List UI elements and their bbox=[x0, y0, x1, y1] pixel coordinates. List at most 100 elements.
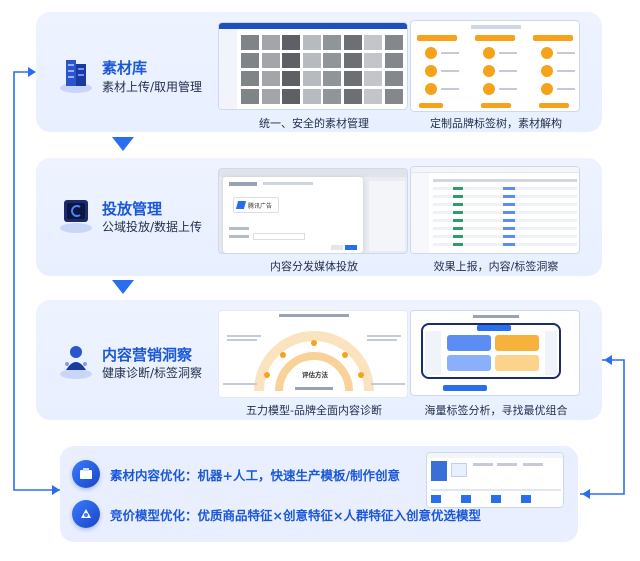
tag-node bbox=[483, 47, 495, 59]
user-insight-icon bbox=[58, 340, 94, 380]
table-cell-mark bbox=[503, 187, 515, 190]
asset-thumbnail bbox=[323, 89, 341, 104]
tag-node bbox=[541, 83, 553, 95]
asset-thumbnail bbox=[241, 89, 259, 104]
tag-label-line bbox=[499, 52, 517, 54]
asset-thumbnail bbox=[261, 35, 280, 50]
table-cell-mark bbox=[503, 235, 515, 238]
table-cell-mark bbox=[503, 211, 515, 214]
tag-node bbox=[425, 47, 437, 59]
right-loop-line bbox=[580, 359, 625, 495]
asset-thumbnail bbox=[302, 71, 321, 86]
tag-label-line bbox=[557, 88, 575, 90]
asset-thumbnail bbox=[384, 35, 403, 50]
right-caption: 海量标签分析，寻找最优组合 bbox=[424, 404, 568, 417]
asset-thumbnail bbox=[282, 71, 300, 86]
stage-title: 素材库 bbox=[102, 59, 148, 77]
stage-title: 投放管理 bbox=[102, 200, 163, 218]
tag-label-line bbox=[441, 88, 459, 90]
stage-panel-insight: 内容营销洞察 健康诊断/标签洞察 评估方法 五力模型-品牌全面内容诊断 bbox=[36, 300, 602, 420]
asset-thumbnail bbox=[261, 71, 280, 86]
down-arrow-2 bbox=[112, 280, 134, 294]
asset-thumbnail bbox=[302, 89, 321, 104]
asset-thumbnail bbox=[384, 89, 403, 104]
tag-node bbox=[541, 47, 553, 59]
table-cell-mark bbox=[503, 227, 515, 230]
right-caption: 效果上报，内容/标签洞察 bbox=[433, 260, 559, 273]
left-loop-line bbox=[13, 71, 60, 491]
brand-tag-tree-screenshot bbox=[410, 20, 580, 112]
table-cell-mark bbox=[453, 195, 463, 198]
five-force-arc bbox=[223, 314, 405, 392]
asset-thumbnail bbox=[302, 53, 321, 68]
tag-label-line bbox=[557, 70, 575, 72]
left-caption: 内容分发媒体投放 bbox=[270, 260, 358, 273]
asset-thumbnail bbox=[282, 89, 300, 104]
stage-subtitle: 健康诊断/标签洞察 bbox=[102, 366, 203, 380]
asset-thumbnail bbox=[364, 35, 382, 50]
server-stack-icon bbox=[58, 54, 94, 94]
effect-report-screenshot bbox=[410, 166, 580, 254]
optimization-item-bidding: 竞价模型优化：优质商品特征×创意特征×人群特征入创意优选模型 bbox=[72, 500, 481, 528]
asset-thumbnail bbox=[343, 53, 362, 68]
stage-subtitle: 公域投放/数据上传 bbox=[102, 220, 203, 234]
left-bottom-arrowhead bbox=[52, 485, 60, 495]
optimization-item-content: 素材内容优化：机器+人工，快速生产模板/制作创意 bbox=[72, 460, 400, 488]
optimization-text: 竞价模型优化：优质商品特征×创意特征×人群特征入创意优选模型 bbox=[110, 507, 481, 523]
tag-node bbox=[425, 65, 437, 77]
tag-label-line bbox=[499, 88, 517, 90]
content-optimization-icon bbox=[72, 460, 100, 488]
asset-thumbnail bbox=[323, 35, 341, 50]
table-cell-mark bbox=[453, 203, 463, 206]
table-cell-mark bbox=[503, 203, 515, 206]
stage-panel-asset-library: 素材库 素材上传/取用管理 统一、安全的素材管理 定制品牌标签树，素材解构 bbox=[36, 12, 602, 132]
tag-label-line bbox=[441, 70, 459, 72]
bidding-model-icon bbox=[72, 500, 100, 528]
asset-thumbnail bbox=[261, 89, 280, 104]
asset-thumbnail bbox=[343, 35, 362, 50]
five-force-model-screenshot: 评估方法 bbox=[218, 310, 408, 398]
asset-thumbnail bbox=[364, 71, 382, 86]
media-dispatch-screenshot: 腾讯广告 bbox=[218, 168, 408, 254]
tag-label-line bbox=[441, 52, 459, 54]
asset-thumbnail bbox=[364, 89, 382, 104]
monitor-icon bbox=[58, 194, 94, 234]
stage-title: 内容营销洞察 bbox=[102, 346, 193, 364]
dialog-brand-label: 腾讯广告 bbox=[248, 202, 273, 210]
optimization-panel: 素材内容优化：机器+人工，快速生产模板/制作创意 竞价模型优化：优质商品特征×创… bbox=[60, 446, 578, 542]
table-cell-mark bbox=[453, 219, 463, 222]
asset-library-screenshot bbox=[218, 22, 408, 110]
right-caption: 定制品牌标签树，素材解构 bbox=[430, 117, 562, 130]
tag-node bbox=[541, 65, 553, 77]
asset-thumbnail bbox=[343, 89, 362, 104]
tag-node bbox=[483, 65, 495, 77]
asset-thumbnail bbox=[323, 71, 341, 86]
tag-node bbox=[483, 83, 495, 95]
table-cell-mark bbox=[503, 243, 515, 246]
table-cell-mark bbox=[453, 211, 463, 214]
table-cell-mark bbox=[453, 187, 463, 190]
asset-thumbnail bbox=[384, 53, 403, 68]
asset-thumbnail bbox=[323, 53, 341, 68]
down-arrow-1 bbox=[112, 137, 134, 151]
asset-thumbnail bbox=[241, 35, 259, 50]
table-cell-mark bbox=[503, 219, 515, 222]
asset-thumbnail bbox=[302, 35, 321, 50]
right-top-arrowhead bbox=[604, 355, 612, 365]
five-force-center-label: 评估方法 bbox=[302, 371, 328, 379]
right-loop-arrowhead bbox=[582, 489, 590, 499]
table-cell-mark bbox=[453, 235, 463, 238]
asset-thumbnail bbox=[282, 53, 300, 68]
stage-panel-delivery: 投放管理 公域投放/数据上传 腾讯广告 内容分发媒体投放 效果上报，内容/标签洞… bbox=[36, 158, 602, 276]
tag-analysis-screenshot bbox=[410, 310, 580, 396]
asset-thumbnail bbox=[364, 53, 382, 68]
left-caption: 五力模型-品牌全面内容诊断 bbox=[246, 404, 382, 417]
asset-thumbnail bbox=[282, 35, 300, 50]
optimization-text: 素材内容优化：机器+人工，快速生产模板/制作创意 bbox=[110, 467, 401, 483]
asset-thumbnail bbox=[241, 71, 259, 86]
table-row bbox=[433, 179, 577, 182]
tencent-ads-logo-icon bbox=[235, 201, 247, 209]
left-loop-arrowhead bbox=[28, 67, 36, 77]
asset-thumbnail bbox=[384, 71, 403, 86]
